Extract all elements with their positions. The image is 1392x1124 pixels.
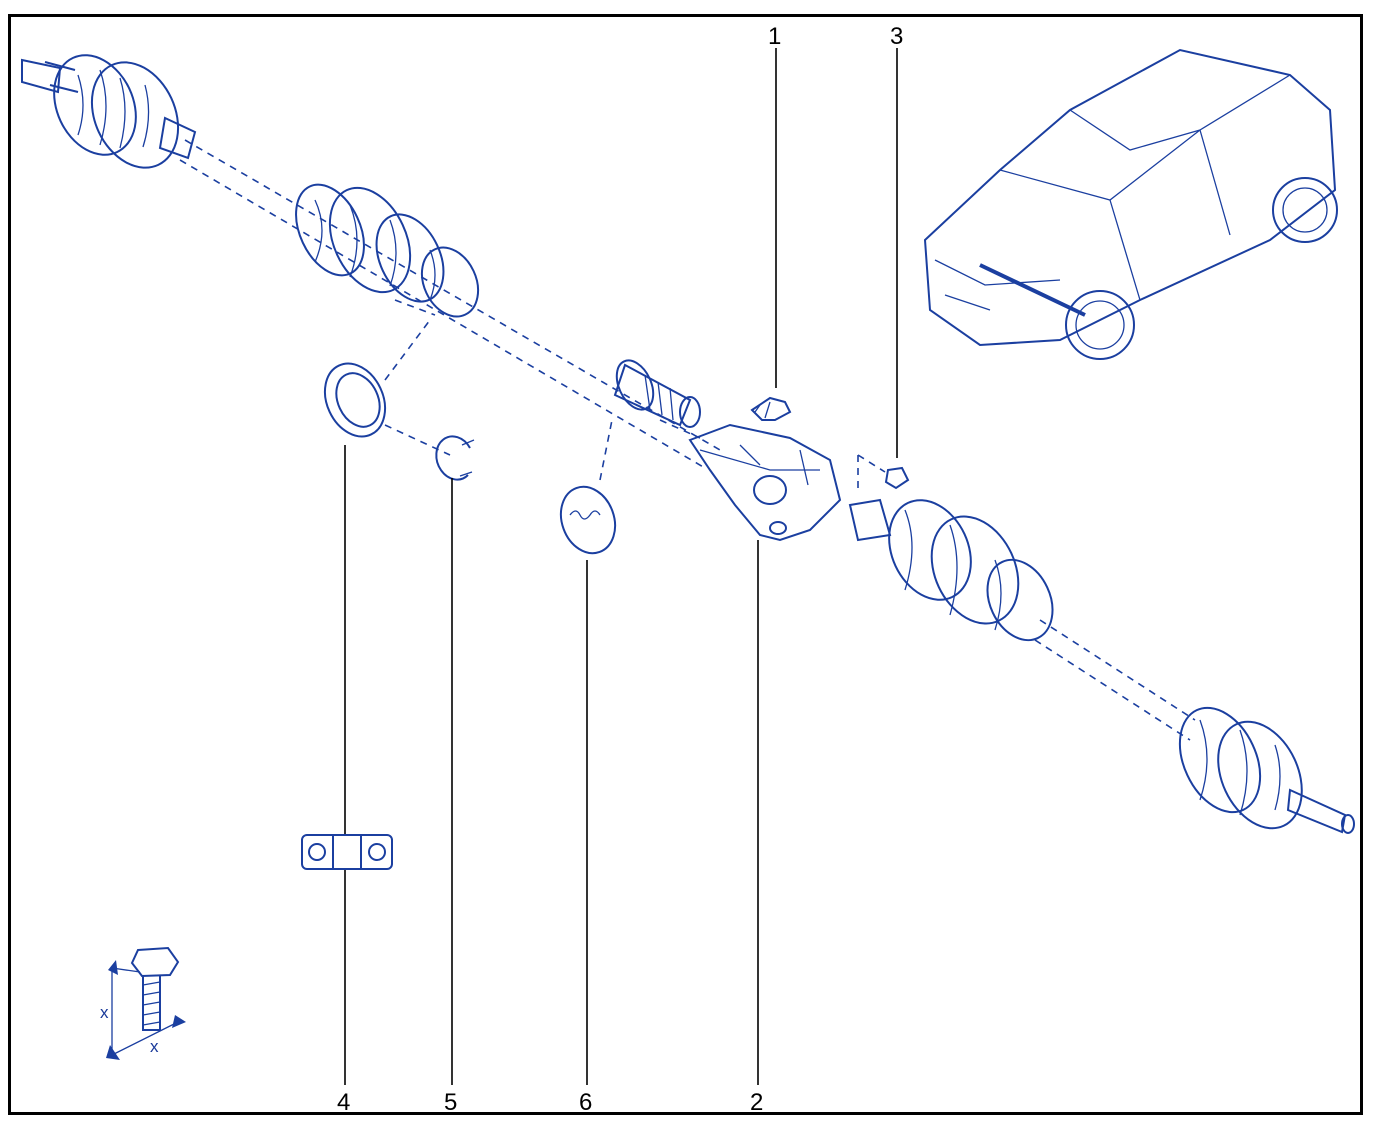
- diagram-frame: [8, 14, 1363, 1115]
- torque-marker-bolt: [106, 946, 186, 1060]
- right-outer-cv-joint: [1178, 706, 1355, 834]
- right-inner-cv-joint: [848, 498, 1054, 642]
- center-splined-shaft: [613, 359, 701, 428]
- vehicle-location-illustration: [923, 48, 1338, 360]
- bearing-item-4: [323, 319, 451, 456]
- torque-x-label-vertical: x: [100, 1003, 109, 1022]
- callout-5: 5: [444, 1089, 457, 1116]
- circlip-item-5: [435, 435, 475, 481]
- leader-lines: [344, 48, 898, 1085]
- part-symbol-box: [301, 834, 393, 870]
- shaft-axis-right: [1034, 619, 1196, 741]
- intermediate-shaft-section: [295, 183, 480, 318]
- left-cv-joint: [21, 54, 197, 169]
- callout-3: 3: [890, 23, 903, 50]
- bolt-item-1: [750, 396, 792, 421]
- callout-6: 6: [579, 1089, 592, 1116]
- callout-1: 1: [768, 23, 781, 50]
- seal-item-6: [559, 419, 617, 555]
- torque-x-label-horizontal: x: [150, 1037, 159, 1056]
- callout-4: 4: [337, 1089, 350, 1116]
- bearing-bracket: [659, 419, 842, 542]
- callout-2: 2: [750, 1089, 763, 1116]
- shaft-axis-left: [179, 139, 721, 469]
- bolt-item-3: [857, 454, 910, 490]
